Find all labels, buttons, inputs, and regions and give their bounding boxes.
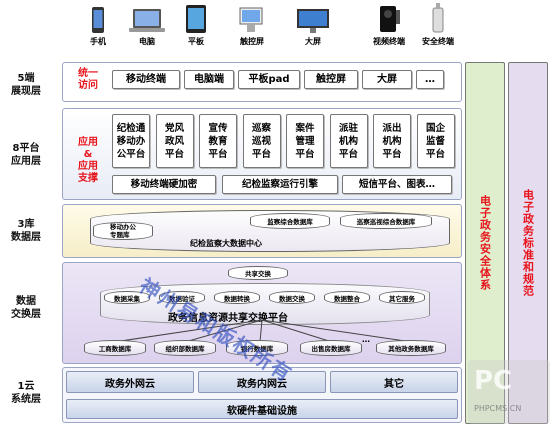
- device-phone: 手机: [75, 2, 121, 47]
- device-label: 视频终端: [373, 37, 405, 46]
- exchange-arrows: [113, 319, 413, 343]
- terminal-item: 触控屏: [304, 70, 358, 89]
- exchange-source: 工商数据库: [84, 340, 146, 356]
- device-bigscreen: 大屏: [290, 2, 336, 47]
- cloud-item: 政务内网云: [198, 371, 326, 393]
- db-inspection: 巡察巡视综合数据库: [340, 213, 432, 229]
- device-touchscreen: 触控屏: [229, 2, 275, 47]
- exchange-source: 组织部数据库: [154, 340, 216, 356]
- platform-app: 案件 管理 平台: [286, 114, 324, 168]
- layer-label-platforms: 8平台 应用层: [11, 143, 41, 167]
- device-label: 安全终端: [422, 37, 454, 46]
- device-label: 触控屏: [240, 37, 264, 46]
- terminals-tag: 统一 访问: [78, 68, 98, 91]
- security-system-label: 电子政务安全体系: [478, 195, 492, 291]
- device-tablet: 平板: [173, 2, 219, 47]
- platform-app: 宣传 教育 平台: [199, 114, 237, 168]
- exchange-service: 数据验证: [159, 291, 205, 304]
- standards-label: 电子政务标准和规范: [521, 189, 535, 297]
- video-terminal-icon: [366, 2, 412, 34]
- device-label: 电脑: [139, 37, 155, 46]
- security-terminal-icon: [415, 2, 461, 34]
- layer-label-terminals: 5端 展现层: [11, 73, 41, 97]
- layer-label-cloud: 1云 系统层: [11, 381, 41, 405]
- terminal-item: 电脑端: [184, 70, 234, 89]
- db-supervision: 监察综合数据库: [250, 213, 330, 229]
- exchange-hub-title: 政务信息资源共享交换平台: [168, 313, 288, 324]
- laptop-icon: [124, 2, 170, 34]
- layer-label-databases: 3库 数据层: [11, 219, 41, 243]
- exchange-service: 数据转换: [214, 291, 260, 304]
- device-label: 手机: [90, 37, 106, 46]
- exchange-service: 数据整合: [324, 291, 370, 304]
- layer-label-exchange: 数据 交换层: [11, 296, 41, 320]
- platform-app: 纪检通 移动办 公平台: [112, 114, 150, 168]
- tablet-icon: [173, 2, 219, 34]
- touchscreen-icon: [229, 2, 275, 34]
- exchange-source: 其他政务数据库: [376, 340, 446, 356]
- terminal-item: 平板pad: [238, 70, 300, 89]
- exchange-hub-shape: [100, 283, 430, 325]
- phone-icon: [75, 2, 121, 34]
- exchange-source: 出售房数据库: [300, 340, 362, 356]
- db-mobile-office: 移动办公 专题库: [93, 222, 153, 240]
- platform-app: 国企 监督 平台: [416, 114, 455, 168]
- exchange-service: 数据采集: [104, 291, 150, 304]
- support-item: 短信平台、图表…: [342, 175, 452, 194]
- terminal-item: 大屏: [362, 70, 412, 89]
- corner-logo: PC PHPCMS.CN: [468, 360, 550, 424]
- platform-app: 党风 政风 平台: [155, 114, 194, 168]
- cloud-item: 其它: [330, 371, 458, 393]
- exchange-service: 数据交换: [269, 291, 315, 304]
- cloud-item: 政务外网云: [66, 371, 194, 393]
- exchange-top-node: 共享交换: [228, 266, 288, 280]
- terminal-item: 移动终端: [112, 70, 180, 89]
- data-center-title: 纪检监察大数据中心: [190, 239, 262, 248]
- standards-bar: 电子政务标准和规范: [508, 62, 548, 424]
- support-item: 纪检监察运行引擎: [222, 175, 338, 194]
- exchange-source: 银行数据库: [226, 340, 288, 356]
- bigscreen-icon: [290, 2, 336, 34]
- device-security-terminal: 安全终端: [415, 2, 461, 47]
- platform-app: 派驻 机构 平台: [329, 114, 368, 168]
- device-label: 平板: [188, 37, 204, 46]
- device-laptop: 电脑: [124, 2, 170, 47]
- device-video-terminal: 视频终端: [366, 2, 412, 47]
- platform-app: 派出 机构 平台: [373, 114, 411, 168]
- device-label: 大屏: [305, 37, 321, 46]
- platform-app: 巡察 巡视 平台: [242, 114, 281, 168]
- platforms-tag: 应用 & 应用 支撑: [78, 137, 98, 184]
- terminal-item: …: [416, 70, 444, 89]
- exchange-service: 其它服务: [379, 291, 425, 304]
- support-item: 移动终端硬加密: [112, 175, 216, 194]
- infrastructure-bar: 软硬件基础设施: [66, 399, 458, 419]
- security-system-bar: 电子政务安全体系: [465, 62, 505, 424]
